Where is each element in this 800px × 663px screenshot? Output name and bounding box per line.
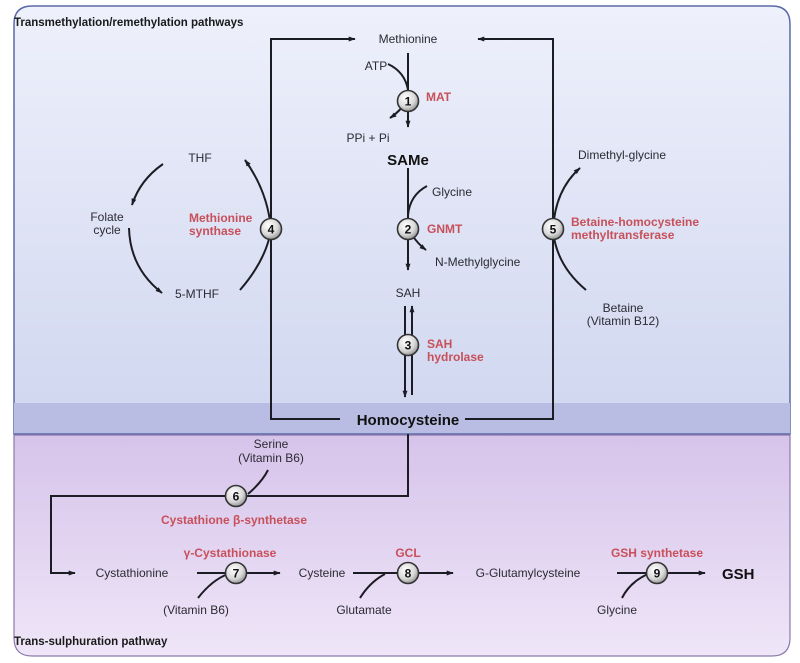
- vitamin-b6-cystathionase: (Vitamin B6): [163, 603, 229, 617]
- arrow-homocysteine-to-cystathionine: [50, 434, 409, 576]
- enzyme-node-circle: [396, 333, 420, 357]
- enzyme-node-number: 1: [405, 95, 412, 109]
- folate-arrow-mthf-side: [128, 227, 163, 294]
- metabolite-serine: Serine: [254, 437, 289, 451]
- enzyme-node-circle: [396, 217, 420, 241]
- enzyme-3-label-line2: hydrolase: [427, 350, 484, 364]
- metabolite-homocysteine: Homocysteine: [357, 412, 460, 429]
- metabolite-5-mthf: 5-MTHF: [175, 287, 219, 301]
- enzyme-node-circle: [645, 561, 669, 585]
- glycine-input-curve: [407, 185, 428, 216]
- folate-cycle-line2: cycle: [93, 223, 121, 237]
- folate-arrow-thf-side: [131, 163, 164, 206]
- homocysteine-band: [14, 403, 790, 434]
- enzyme-node-circle: [396, 561, 420, 585]
- enzyme-node-1: 1: [396, 89, 420, 113]
- metabolite-thf: THF: [188, 151, 211, 165]
- metabolite-labels: Methionine ATP PPi + Pi SAMe Glycine N-M…: [90, 32, 754, 617]
- serine-input-curve: [247, 469, 269, 495]
- metabolite-glycine-top: Glycine: [432, 185, 472, 199]
- enzyme-labels: MAT GNMT SAH hydrolase Methionine syntha…: [161, 90, 703, 560]
- enzyme-node-circle: [224, 561, 248, 585]
- enzyme-6-label: Cystathione β-synthetase: [161, 513, 307, 527]
- enzyme-node-3: 3: [396, 333, 420, 357]
- folate-cycle-line1: Folate: [90, 210, 124, 224]
- enzyme-node-5: 5: [541, 217, 565, 241]
- enzyme-node-9: 9: [645, 561, 669, 585]
- atp-input-curve: [387, 63, 409, 91]
- enzyme-5-label-line1: Betaine-homocysteine: [571, 215, 699, 229]
- enzyme-nodes: 1 2 3 4 5 6 7 8 9: [224, 89, 669, 585]
- metabolite-atp: ATP: [365, 59, 387, 73]
- enzyme-node-circle: [396, 89, 420, 113]
- metabolite-sah: SAH: [396, 286, 421, 300]
- enzyme-node-number: 9: [654, 567, 661, 581]
- vitamin-b12-label: (Vitamin B12): [587, 314, 659, 328]
- vitamin-b6-serine: (Vitamin B6): [238, 451, 304, 465]
- enzyme-node-6: 6: [224, 484, 248, 508]
- enzyme-node-8: 8: [396, 561, 420, 585]
- enzyme-8-label: GCL: [395, 546, 420, 560]
- enzyme-4-label-line1: Methionine: [189, 211, 253, 225]
- enzyme-node-4: 4: [259, 217, 283, 241]
- metabolite-dimethylglycine: Dimethyl-glycine: [578, 148, 666, 162]
- glutamate-input-curve: [359, 573, 386, 599]
- section-title-transmethylation: Transmethylation/remethylation pathways: [14, 17, 243, 29]
- metabolite-cystathionine: Cystathionine: [96, 566, 169, 580]
- enzyme-node-number: 3: [405, 339, 412, 353]
- enzyme-node-number: 8: [405, 567, 412, 581]
- metabolite-betaine: Betaine: [603, 301, 644, 315]
- enzyme-node-number: 6: [233, 490, 240, 504]
- enzyme-5-label-line2: methyltransferase: [571, 228, 675, 242]
- enzyme-2-label: GNMT: [427, 222, 463, 236]
- enzyme-node-circle: [224, 484, 248, 508]
- metabolite-gsh: GSH: [722, 566, 755, 583]
- enzyme-node-number: 5: [550, 223, 557, 237]
- enzyme-node-number: 2: [405, 223, 412, 237]
- enzyme-node-circle: [259, 217, 283, 241]
- metabolite-glycine-bottom: Glycine: [597, 603, 637, 617]
- metabolite-glutamate: Glutamate: [336, 603, 392, 617]
- metabolite-n-methylglycine: N-Methylglycine: [435, 255, 521, 269]
- metabolite-g-glutamylcysteine: G-Glutamylcysteine: [476, 566, 581, 580]
- enzyme-node-7: 7: [224, 561, 248, 585]
- enzyme-1-label: MAT: [426, 90, 452, 104]
- enzyme-node-circle: [541, 217, 565, 241]
- bottom-panel: [13, 434, 791, 657]
- enzyme-node-2: 2: [396, 217, 420, 241]
- metabolite-same: SAMe: [387, 152, 429, 169]
- enzyme-node-number: 7: [233, 567, 240, 581]
- metabolite-methionine: Methionine: [379, 32, 438, 46]
- metabolite-ppi-pi: PPi + Pi: [346, 131, 389, 145]
- enzyme-node-number: 4: [268, 223, 275, 237]
- enzyme-3-label-line1: SAH: [427, 337, 452, 351]
- section-title-transsulphuration: Trans-sulphuration pathway: [14, 636, 168, 648]
- glycine-gsh-input-curve: [621, 573, 649, 599]
- enzyme-4-label-line2: synthase: [189, 224, 241, 238]
- enzyme-9-label: GSH synthetase: [611, 546, 703, 560]
- enzyme-7-label: γ-Cystathionase: [184, 546, 277, 560]
- metabolite-cysteine: Cysteine: [299, 566, 346, 580]
